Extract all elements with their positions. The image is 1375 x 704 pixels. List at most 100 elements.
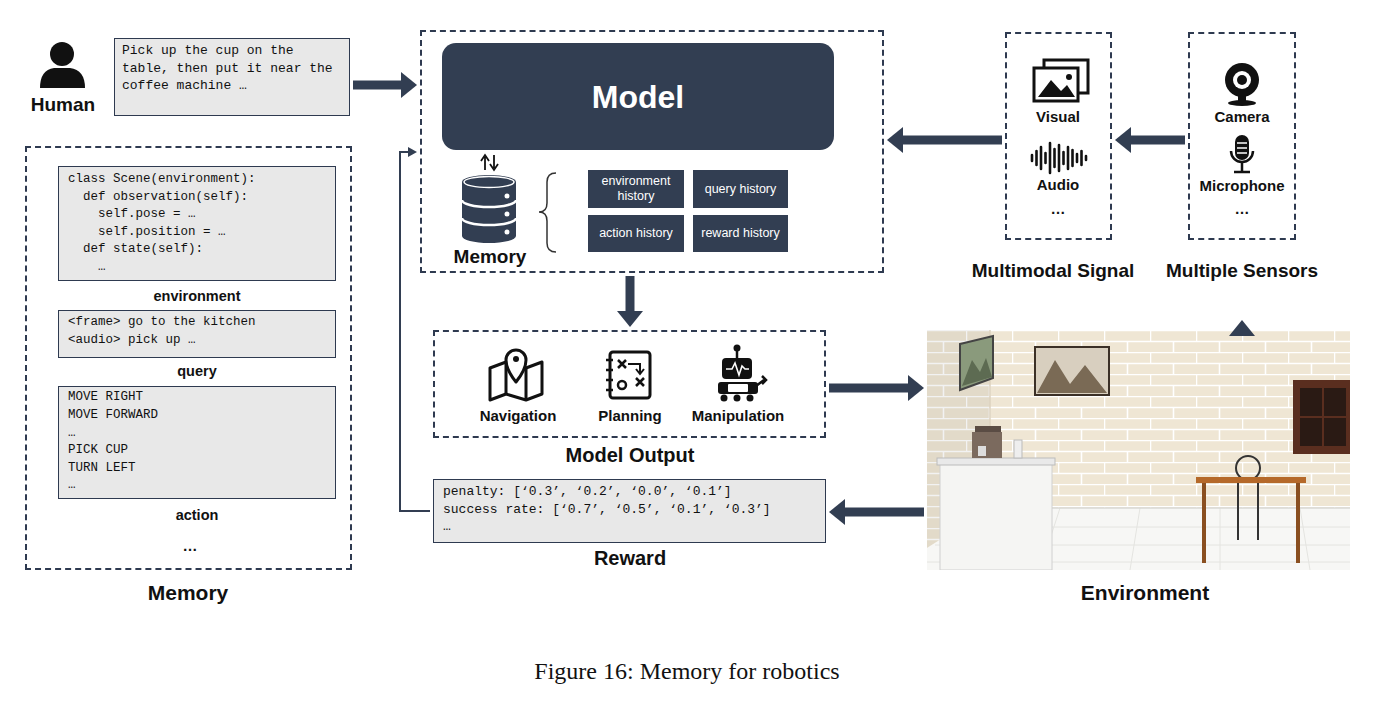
box-caption: query — [177, 362, 217, 380]
person-icon-part — [50, 42, 74, 66]
arrow-shaft — [845, 508, 924, 517]
room-illustration — [927, 330, 1350, 570]
flow-arrow — [829, 499, 924, 525]
code-line: success rate: [‘0.7’, ‘0.5’, ‘0.1’, ‘0.3… — [443, 501, 771, 519]
camera-icon-part — [1233, 71, 1251, 89]
room-illustration-part — [927, 330, 1350, 570]
map-icon — [490, 350, 542, 400]
robot-icon-part — [726, 363, 749, 375]
room-illustration-part — [1196, 477, 1306, 483]
icon-label: Memory — [454, 245, 527, 268]
arrow-head — [829, 499, 845, 525]
code-line: MOVE FORWARD — [68, 407, 158, 425]
audio-wave-icon — [1032, 143, 1086, 173]
database-icon — [462, 175, 516, 243]
code-line: MOVE RIGHT — [68, 389, 143, 407]
planning-icon-part — [618, 360, 626, 368]
room-illustration-part — [940, 463, 1052, 570]
history-label: action history — [588, 215, 684, 252]
robot-icon-part — [734, 345, 741, 352]
microphone-icon-part — [1235, 135, 1249, 160]
code-line: PICK CUP — [68, 442, 128, 460]
planning-icon-part — [636, 378, 644, 386]
room-illustration-part — [978, 446, 986, 456]
database-icon-part — [462, 200, 516, 225]
robot-icon-part — [718, 382, 758, 394]
icon-label: … — [1051, 200, 1066, 218]
robot-icon-part — [728, 384, 748, 392]
arrow-shaft — [626, 276, 635, 311]
arrow-head — [908, 375, 924, 401]
robot-icon-part — [721, 395, 728, 402]
robot-icon-part — [722, 358, 752, 379]
arrow-head — [1229, 320, 1255, 336]
room-illustration-part — [1037, 360, 1107, 393]
arrow-shaft — [829, 384, 908, 393]
room-illustration-part — [962, 358, 992, 386]
robot-icon-part — [734, 395, 741, 402]
map-icon-part — [513, 356, 519, 362]
arrow-shaft — [903, 136, 1002, 145]
room-illustration-part — [972, 432, 1002, 458]
room-illustration-part — [1202, 483, 1206, 563]
code-line: self.pose = … — [98, 206, 196, 224]
room-illustration-part — [1300, 388, 1346, 446]
actor-label: Human — [31, 93, 95, 116]
code-line: … — [68, 477, 76, 495]
icon-label: Microphone — [1200, 177, 1285, 195]
flow-arrow — [617, 276, 643, 327]
room-illustration-part — [1236, 456, 1260, 480]
icon-label: Camera — [1214, 108, 1269, 126]
code-line: … — [98, 259, 106, 277]
code-line: <audio> pick up … — [68, 332, 196, 350]
box-caption: environment — [153, 287, 240, 305]
history-label: query history — [693, 170, 788, 208]
audio-wave-icon-part — [1032, 143, 1086, 173]
icon-label: Audio — [1037, 176, 1080, 194]
flow-arrow — [1115, 127, 1185, 153]
history-label: reward history — [693, 215, 788, 252]
panel-heading: Environment — [1081, 580, 1209, 605]
panel-heading: Reward — [594, 546, 666, 570]
instruction-box: Pick up the cup on the table, then put i… — [114, 38, 350, 116]
room-illustration-part — [1014, 440, 1022, 458]
code-box: <frame> go to the kitchen<audio> pick up… — [58, 310, 336, 381]
flow-arrow — [353, 72, 417, 98]
code-line: class Scene(environment): — [68, 171, 256, 189]
database-icon-part — [464, 177, 514, 188]
camera-icon-part — [1228, 100, 1256, 106]
code-line: … — [68, 425, 76, 443]
panel-heading: Model Output — [566, 443, 695, 467]
flow-arrow — [887, 127, 1002, 153]
panel-heading: Memory — [148, 580, 229, 605]
database-icon-part — [505, 212, 510, 217]
history-box: environment history — [588, 170, 684, 208]
figure-caption: Figure 16: Memory for robotics — [534, 657, 839, 685]
history-box: query history — [693, 170, 788, 208]
read-write-arrows-part — [481, 155, 489, 170]
block-title: Model — [442, 43, 834, 150]
flow-arrow — [829, 375, 924, 401]
ellipsis-label: … — [183, 537, 198, 555]
instruction-text: Pick up the cup on the table, then put i… — [122, 42, 344, 95]
planning-icon-part — [628, 364, 644, 374]
icon-label: … — [1235, 200, 1250, 218]
database-icon-part — [505, 194, 510, 199]
code-line: <frame> go to the kitchen — [68, 314, 256, 332]
robot-icon — [718, 345, 766, 402]
history-label: environment history — [588, 170, 684, 208]
person-icon-part — [40, 68, 85, 88]
icon-label: Navigation — [480, 407, 557, 425]
arrow-head — [887, 127, 903, 153]
memory-panel: Memoryclass Scene(environment):def obser… — [25, 146, 352, 704]
camera-icon-part — [1237, 75, 1247, 85]
room-illustration-part — [937, 458, 1055, 465]
planning-icon — [606, 352, 650, 398]
history-box: reward history — [693, 215, 788, 252]
person-icon — [40, 42, 85, 88]
room-illustration-part — [960, 336, 993, 390]
arrow-shaft — [353, 81, 401, 90]
signal-panel: VisualAudio…Multimodal Signal — [1005, 32, 1112, 317]
microphone-icon-part — [1234, 162, 1250, 172]
room-illustration-part — [1035, 347, 1109, 395]
